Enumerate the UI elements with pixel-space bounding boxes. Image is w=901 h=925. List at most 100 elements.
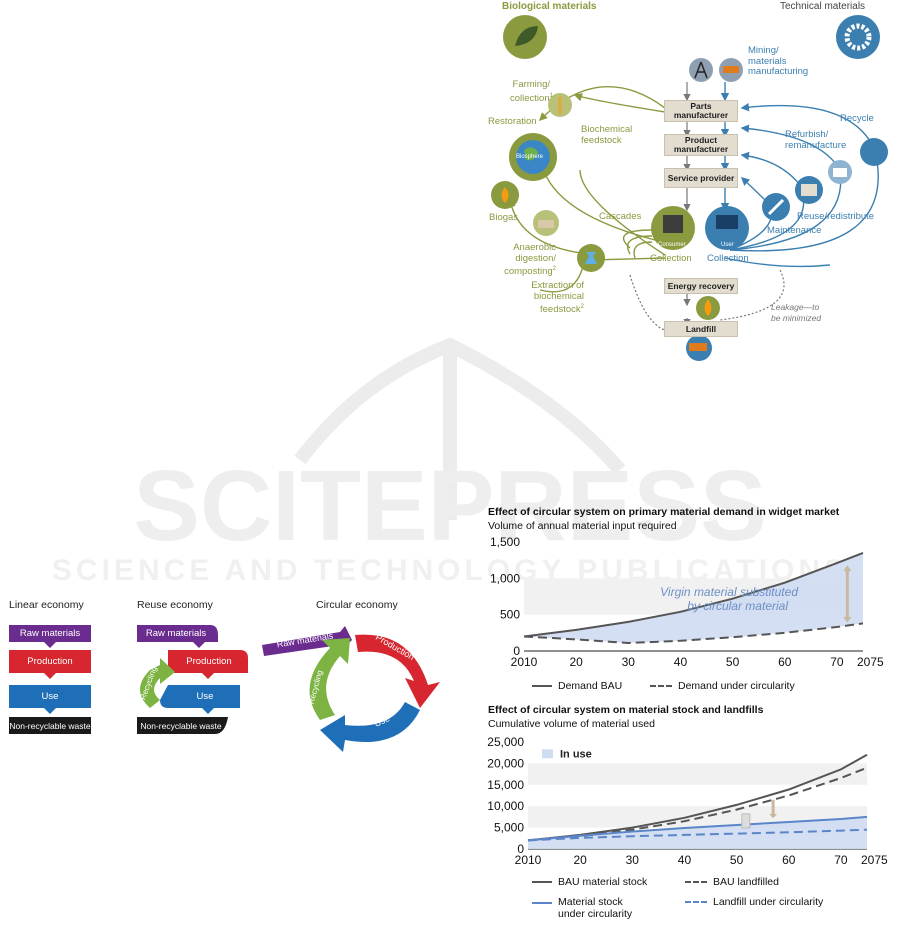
- x-tick-label: 2075: [861, 853, 888, 867]
- energy-recovery-box: Energy recovery: [664, 278, 738, 294]
- reuse-use: Use: [196, 691, 214, 702]
- watermark-title: SCITEPRESS: [133, 450, 767, 562]
- chart1-title: Effect of circular system on primary mat…: [488, 506, 840, 518]
- cascades-label: Cascades: [599, 211, 642, 222]
- chart2-legend-3: Landfill under circularity: [685, 896, 823, 908]
- y-tick-label: 0: [513, 644, 520, 658]
- linear-economy-title: Linear economy: [9, 599, 84, 611]
- in-use-label: In use: [560, 748, 592, 760]
- x-tick-label: 30: [622, 655, 636, 669]
- linear-waste: Non-recyclable waste: [9, 720, 91, 731]
- economy-comparison: Linear economy Reuse economy Circular ec…: [0, 590, 470, 770]
- linear-use: Use: [41, 691, 59, 702]
- restoration-label: Restoration: [488, 116, 537, 127]
- x-tick-label: 2075: [857, 655, 884, 669]
- landfill-box: Landfill: [664, 321, 738, 337]
- chart1-legend-bau: Demand BAU: [532, 680, 622, 692]
- circular-economy-title: Circular economy: [316, 599, 398, 611]
- chart1-subtitle: Volume of annual material input required: [488, 520, 677, 532]
- series-line-3: [527, 828, 868, 842]
- hatched-marker: [741, 813, 751, 829]
- y-tick-label: 1,000: [490, 571, 520, 585]
- annotation-line-1: Virgin material substituted: [660, 585, 798, 599]
- grid-band: [528, 763, 867, 785]
- refurbish-label: Refurbish/remanufacture: [785, 129, 847, 151]
- biological-materials-title: Biological materials: [502, 1, 597, 12]
- collection-bio-label: Collection: [650, 253, 692, 264]
- y-tick-label: 500: [500, 608, 520, 622]
- legend-solid-swatch: [532, 685, 552, 688]
- biogas-label: Biogas: [489, 212, 519, 223]
- recycle-icon: [860, 138, 888, 166]
- series-line-2: [527, 815, 868, 842]
- substitution-arrowheads: [843, 565, 852, 623]
- legend-dashed-swatch: [650, 685, 672, 688]
- x-tick-label: 2010: [511, 655, 538, 669]
- farming-label: Farming/collection1: [510, 79, 553, 104]
- chart1-legend-circularity: Demand under circularity: [650, 680, 795, 692]
- series-line-0: [527, 753, 868, 842]
- series-line-0: [523, 551, 864, 638]
- reuse-economy-title: Reuse economy: [137, 599, 213, 611]
- y-tick-label: 1,500: [490, 535, 520, 549]
- maintenance-label: Maintenance: [767, 225, 822, 236]
- consumer-label: Consumer: [658, 242, 686, 248]
- watermark-book-icon: [294, 337, 626, 520]
- collection-tech-label: Collection: [707, 253, 749, 264]
- x-tick-label: 50: [726, 655, 740, 669]
- x-tick-label: 40: [678, 853, 692, 867]
- gear-icon: [836, 15, 880, 59]
- reuse-raw-materials: Raw materials: [145, 628, 207, 639]
- diagram-flows: [491, 15, 888, 361]
- service-provider-box: Service provider: [664, 168, 738, 188]
- x-tick-label: 60: [778, 655, 792, 669]
- recycle-label: Recycle: [840, 113, 874, 124]
- in-use-swatch: [542, 749, 553, 759]
- x-tick-label: 2010: [515, 853, 542, 867]
- circular-economy-diagram: Biological materials Technical materials…: [480, 0, 901, 370]
- linear-production: Production: [27, 656, 73, 667]
- area-fill: [524, 552, 863, 643]
- chart2-legend-0: BAU material stock: [532, 876, 647, 888]
- chart2-title: Effect of circular system on material st…: [488, 704, 764, 716]
- y-tick-label: 0: [517, 842, 524, 856]
- chart2-legend-2: Material stock under circularity: [532, 896, 632, 920]
- x-tick-label: 70: [834, 853, 848, 867]
- user-label: User: [721, 242, 734, 248]
- chart2-plot: 0 5,000 10,000 15,000 20,000 25,000 2010 20 30 40…: [487, 736, 888, 867]
- oil-derrick-icon: [689, 58, 713, 82]
- x-tick-label: 20: [573, 853, 587, 867]
- y-tick-label: 15,000: [487, 778, 524, 792]
- y-tick-label: 20,000: [487, 756, 524, 770]
- x-tick-label: 50: [730, 853, 744, 867]
- x-tick-label: 70: [830, 655, 844, 669]
- x-tick-label: 40: [674, 655, 688, 669]
- chart2-legend-1: BAU landfilled: [685, 876, 779, 888]
- linear-raw-materials: Raw materials: [19, 628, 81, 639]
- reuse-waste: Non-recyclable waste: [140, 720, 222, 731]
- x-tick-label: 30: [626, 853, 640, 867]
- x-tick-label: 60: [782, 853, 796, 867]
- series-line-1: [523, 622, 864, 645]
- reuse-label: Reuse/redistribute: [797, 211, 875, 222]
- y-tick-label: 10,000: [487, 799, 524, 813]
- chart2-subtitle: Cumulative volume of material used: [488, 718, 655, 730]
- area-fill-in-use: [528, 816, 867, 849]
- economy-shapes: [9, 625, 440, 752]
- technical-materials-title: Technical materials: [780, 1, 866, 12]
- biosphere-label: Biosphere: [516, 154, 544, 160]
- stock-arrowhead: [769, 813, 778, 819]
- y-tick-label: 25,000: [487, 736, 524, 749]
- reuse-production: Production: [186, 656, 232, 667]
- y-tick-label: 5,000: [494, 821, 524, 835]
